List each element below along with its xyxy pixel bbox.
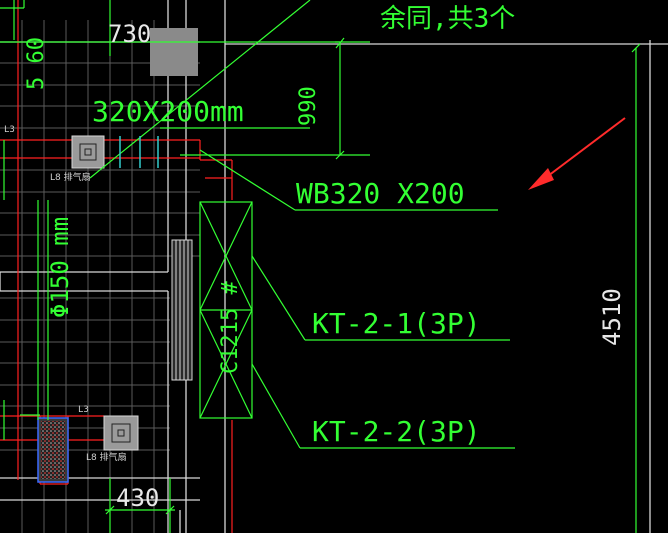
layer-l3-label-b: L3 xyxy=(78,405,89,415)
note-top-label: 余同,共3个 xyxy=(380,4,516,34)
dim-4510-label: 4510 xyxy=(598,288,626,346)
red-arrow xyxy=(528,117,626,190)
fan-label-a: L8 排气扇 xyxy=(50,173,91,183)
hatched-shaft xyxy=(37,417,69,483)
cyan-markers xyxy=(119,136,159,168)
duct-size-label: 320X200mm xyxy=(92,95,244,128)
exhaust-fan-a[interactable] xyxy=(71,135,105,169)
unit-body-lines xyxy=(175,240,189,380)
top-left-vertical-label: 5 60 xyxy=(24,37,49,90)
dim-430-label: 430 xyxy=(116,484,160,512)
dim-990-label: 990 xyxy=(296,86,321,126)
unit-number-label: C1215 # xyxy=(218,281,243,374)
dim-730-label: 730 xyxy=(108,20,152,48)
kt2-label: KT-2-2(3P) xyxy=(312,415,481,448)
unit-body xyxy=(171,239,193,381)
pipe-diameter-label: Φ150 mm xyxy=(46,216,74,318)
fan-label-b: L8 排气扇 xyxy=(86,453,127,463)
grille-label: WB320 X200 xyxy=(296,177,465,210)
kt1-label: KT-2-1(3P) xyxy=(312,307,481,340)
column-block xyxy=(150,28,198,76)
right-boundary xyxy=(224,0,668,533)
exhaust-fan-b[interactable] xyxy=(103,415,139,451)
green-annotation-lines xyxy=(0,0,641,533)
layer-l3-label-a: L3 xyxy=(4,125,15,135)
